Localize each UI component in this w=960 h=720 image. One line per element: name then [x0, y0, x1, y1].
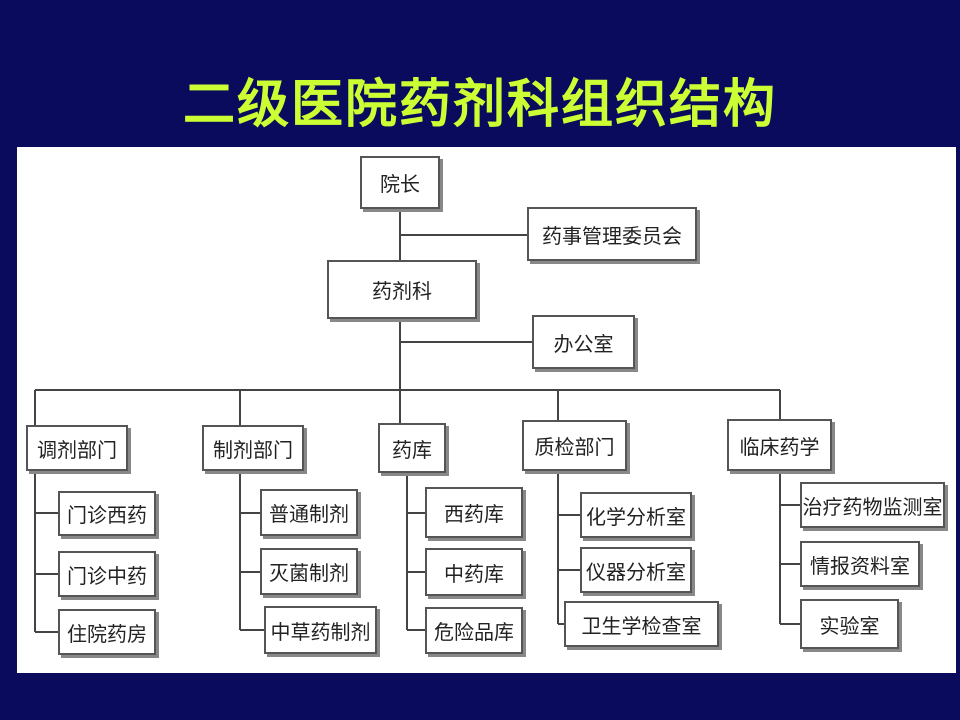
node-office: 办公室 — [532, 315, 635, 369]
node-root: 院长 — [360, 156, 440, 209]
unit-instrument-analysis: 仪器分析室 — [580, 547, 692, 593]
dept-clinical: 临床药学 — [727, 419, 832, 471]
unit-laboratory: 实验室 — [800, 599, 899, 649]
unit-general-preparation: 普通制剂 — [260, 489, 358, 536]
unit-chemical-analysis: 化学分析室 — [580, 492, 692, 538]
node-committee: 药事管理委员会 — [527, 207, 697, 261]
node-pharmacy: 药剂科 — [327, 260, 477, 319]
unit-outpatient-chinese: 门诊中药 — [58, 551, 156, 597]
slide-title: 二级医院药剂科组织结构 — [182, 75, 777, 135]
unit-inpatient-pharmacy: 住院药房 — [58, 609, 156, 655]
unit-sterile-preparation: 灭菌制剂 — [260, 548, 358, 595]
unit-chinese-warehouse: 中药库 — [425, 548, 523, 596]
connector-lines — [34, 207, 800, 633]
unit-hazardous-warehouse: 危险品库 — [425, 607, 523, 654]
unit-hygiene-inspection: 卫生学检查室 — [564, 601, 719, 647]
unit-herbal-preparation: 中草药制剂 — [264, 606, 377, 654]
dept-dispensing: 调剂部门 — [26, 425, 128, 471]
unit-western-warehouse: 西药库 — [425, 487, 523, 538]
org-chart: 院长 药事管理委员会 药剂科 办公室 调剂部门 制剂部门 药库 质检部门 临床药… — [17, 147, 956, 673]
unit-information-room: 情报资料室 — [800, 541, 920, 587]
unit-outpatient-western: 门诊西药 — [58, 491, 156, 536]
unit-drug-monitoring: 治疗药物监测室 — [800, 482, 945, 528]
dept-quality: 质检部门 — [522, 420, 627, 471]
dept-preparation: 制剂部门 — [202, 425, 304, 471]
dept-warehouse: 药库 — [378, 423, 446, 473]
